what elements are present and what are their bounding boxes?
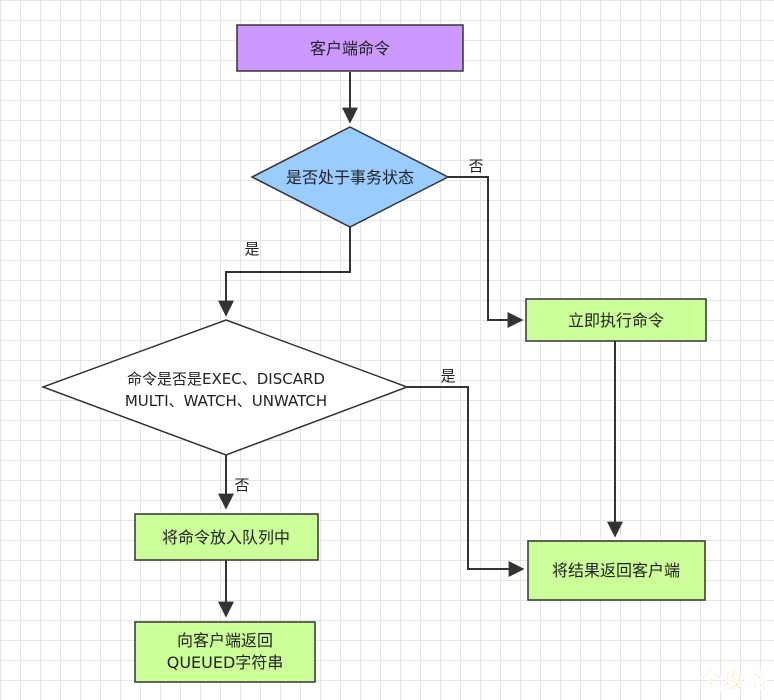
decision-diamond-cmd bbox=[40, 319, 410, 456]
node-return-queued: 向客户端返回 QUEUED字符串 bbox=[134, 621, 316, 683]
return-queued-line2: QUEUED字符串 bbox=[167, 653, 284, 672]
return-result-label: 将结果返回客户端 bbox=[552, 561, 680, 580]
edge-label-cmd-no: 否 bbox=[234, 476, 249, 494]
tx-check-label: 是否处于事务状态 bbox=[286, 168, 414, 187]
enqueue-label: 将命令放入队列中 bbox=[162, 528, 290, 547]
node-return-result: 将结果返回客户端 bbox=[527, 540, 706, 601]
edge-tx-no-to-execute bbox=[448, 176, 524, 328]
execute-label: 立即执行命令 bbox=[568, 311, 664, 330]
edge-label-tx-yes: 是 bbox=[244, 240, 259, 258]
cmd-check-line2: MULTI、WATCH、UNWATCH bbox=[125, 392, 327, 410]
edge-cmd-yes-to-return bbox=[407, 386, 525, 577]
execute-box bbox=[525, 298, 707, 342]
start-box bbox=[236, 24, 464, 72]
enqueue-box bbox=[134, 513, 319, 561]
watermark-logo: 全攻略 bbox=[699, 668, 768, 695]
node-enqueue: 将命令放入队列中 bbox=[134, 513, 319, 561]
decision-diamond-tx bbox=[250, 126, 450, 228]
node-transaction-check: 是否处于事务状态 bbox=[250, 126, 450, 228]
start-label: 客户端命令 bbox=[310, 39, 390, 58]
return-queued-box bbox=[134, 621, 316, 683]
node-execute-now: 立即执行命令 bbox=[525, 298, 707, 342]
return-result-box bbox=[527, 540, 706, 601]
return-queued-line1: 向客户端返回 bbox=[177, 631, 273, 650]
watermark-text: 全攻略 bbox=[699, 668, 767, 694]
node-client-command: 客户端命令 bbox=[236, 24, 464, 72]
node-command-check: 命令是否是EXEC、DISCARD MULTI、WATCH、UNWATCH bbox=[40, 319, 410, 456]
edge-tx-yes-to-cmd-check bbox=[218, 227, 351, 317]
edges bbox=[218, 72, 623, 618]
edge-label-cmd-yes: 是 bbox=[440, 367, 455, 385]
cmd-check-line1: 命令是否是EXEC、DISCARD bbox=[127, 370, 325, 388]
edge-label-tx-no: 否 bbox=[468, 157, 483, 175]
